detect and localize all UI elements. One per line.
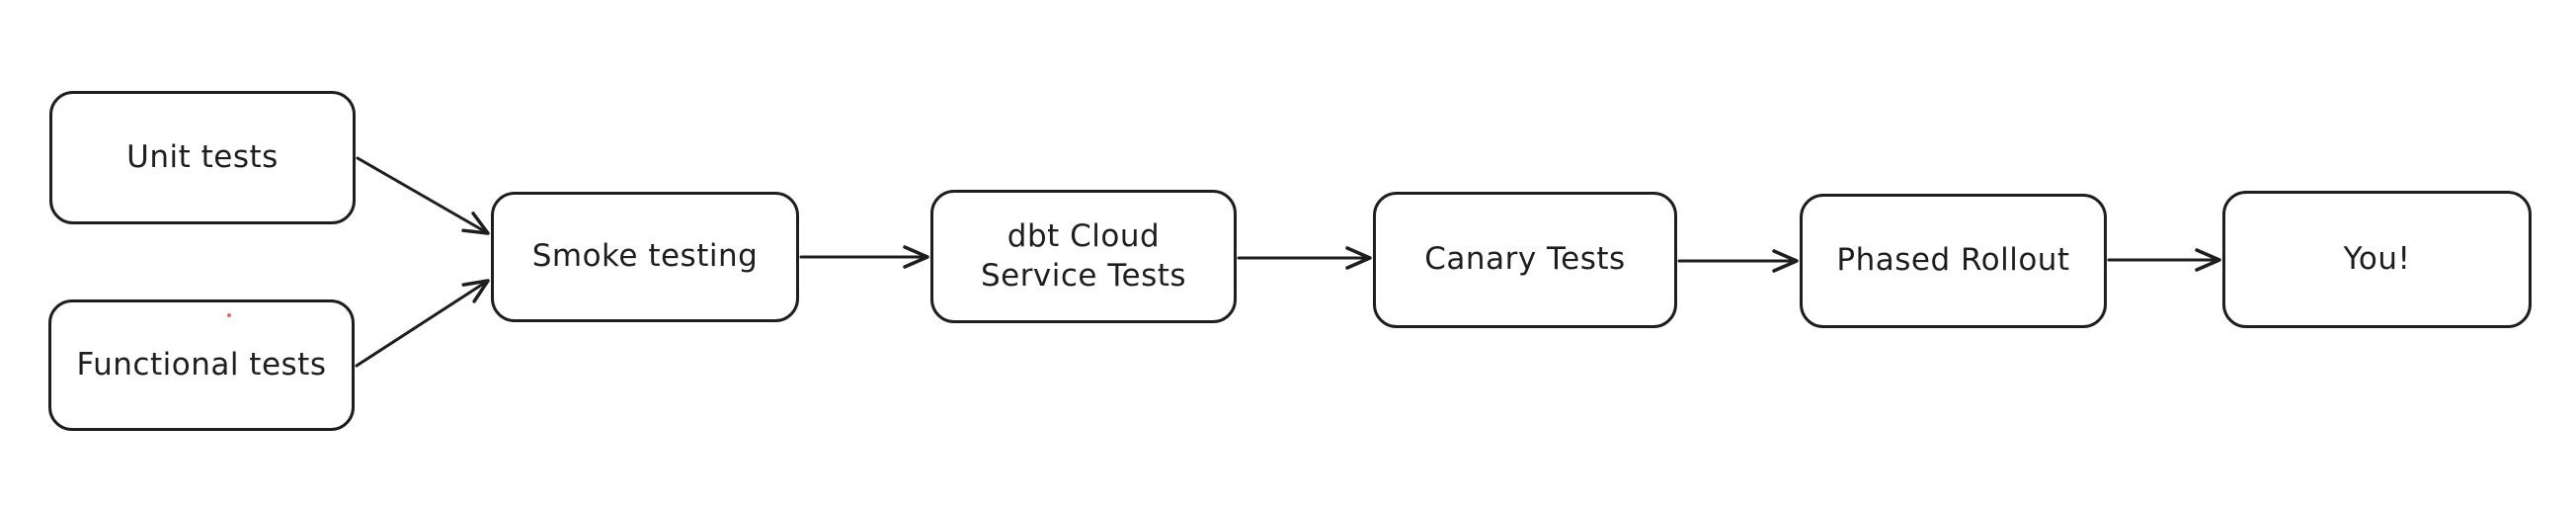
- node-label-dbt-cloud-service-tests: dbt Cloud Service Tests: [980, 217, 1187, 294]
- node-you: You!: [2222, 191, 2532, 328]
- node-label-unit-tests: Unit tests: [126, 138, 279, 175]
- node-functional-tests: Functional tests: [48, 299, 355, 431]
- node-label-canary-tests: Canary Tests: [1424, 241, 1626, 278]
- node-label-smoke-testing: Smoke testing: [531, 238, 759, 275]
- red-speck: [227, 313, 231, 317]
- node-label-you: You!: [2343, 240, 2411, 277]
- node-smoke-testing: Smoke testing: [491, 192, 799, 322]
- edge-unit-tests-to-smoke-testing: [356, 156, 490, 235]
- node-unit-tests: Unit tests: [49, 91, 356, 224]
- node-canary-tests: Canary Tests: [1373, 192, 1677, 328]
- node-phased-rollout: Phased Rollout: [1800, 194, 2107, 328]
- node-label-phased-rollout: Phased Rollout: [1836, 242, 2070, 279]
- node-label-functional-tests: Functional tests: [76, 346, 327, 382]
- edge-functional-tests-to-smoke-testing: [355, 279, 490, 368]
- node-dbt-cloud-service-tests: dbt Cloud Service Tests: [930, 190, 1237, 323]
